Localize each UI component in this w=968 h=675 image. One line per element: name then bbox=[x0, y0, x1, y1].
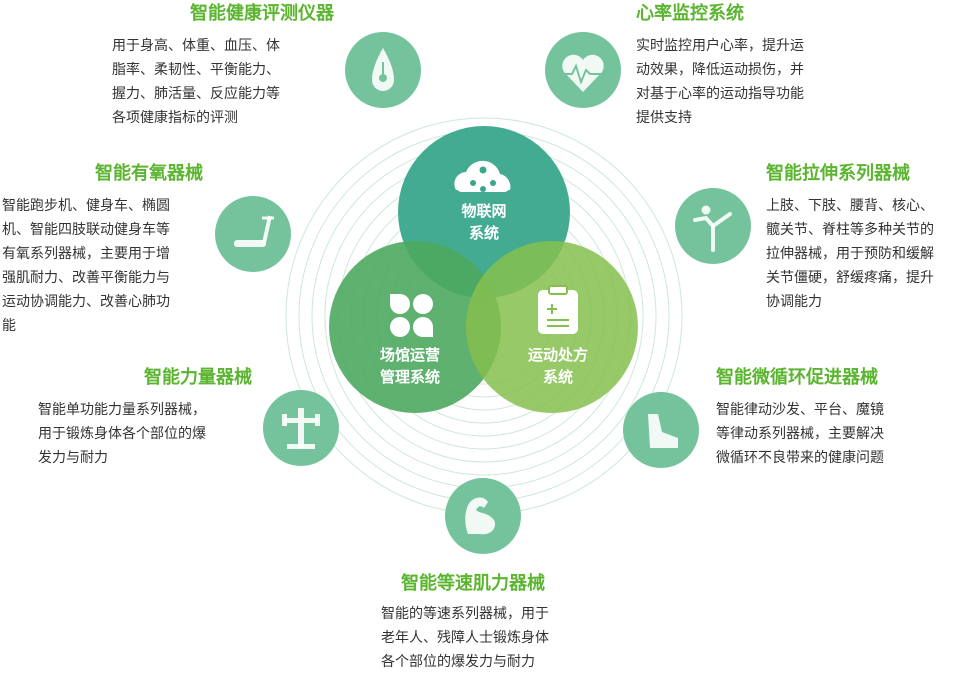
feature-title: 智能力量器械 bbox=[144, 367, 252, 388]
feature-description: 智能律动沙发、平台、魔镜 等律动系列器械，主要解决 微循环不良带来的健康问题 bbox=[716, 398, 946, 470]
feature-line: 提供支持 bbox=[636, 110, 692, 126]
feature-heart-rate: 心率监控系统 实时监控用户心率，提升运 动效果，降低运动损伤，并 对基于心率的运… bbox=[636, 2, 866, 130]
feature-description: 用于身高、体重、血压、体 脂率、柔韧性、平衡能力、 握力、肺活量、反应能力等 各… bbox=[112, 34, 342, 130]
heart-pulse-icon bbox=[545, 32, 621, 108]
feature-line: 上肢、下肢、腰背、核心、 bbox=[766, 198, 934, 214]
feature-line: 拉伸器械，用于预防和缓解 bbox=[766, 246, 934, 262]
stretching-person-icon bbox=[675, 188, 751, 264]
feature-line: 智能跑步机、健身车、椭圆 bbox=[2, 198, 170, 214]
feature-stretch: 智能拉伸系列器械 上肢、下肢、腰背、核心、 髋关节、脊柱等多种关节的 拉伸器械，… bbox=[766, 162, 966, 314]
feature-line: 老年人、残障人士锻炼身体 bbox=[381, 630, 549, 646]
iot-label: 物联网 系统 bbox=[424, 200, 544, 244]
feature-description: 智能跑步机、健身车、椭圆 机、智能四肢联动健身车等 有氧系列器械，主要用于增 强… bbox=[2, 194, 207, 338]
clipboard-icon bbox=[538, 285, 578, 334]
feature-title: 智能等速肌力器械 bbox=[401, 573, 545, 594]
feature-line: 用于锻炼身体各个部位的爆 bbox=[38, 426, 206, 442]
feature-title: 智能健康评测仪器 bbox=[190, 3, 334, 24]
feature-line: 强肌耐力、改善平衡能力与 bbox=[2, 270, 170, 286]
feature-micro: 智能微循环促进器械 智能律动沙发、平台、魔镜 等律动系列器械，主要解决 微循环不… bbox=[716, 366, 946, 470]
feature-line: 脂率、柔韧性、平衡能力、 bbox=[112, 62, 280, 78]
feature-isokinetic: 智能等速肌力器械 智能的等速系列器械，用于 老年人、残障人士锻炼身体 各个部位的… bbox=[381, 572, 611, 674]
feature-line: 实时监控用户心率，提升运 bbox=[636, 38, 804, 54]
prescription-label: 运动处方 系统 bbox=[498, 344, 618, 388]
feature-line: 能 bbox=[2, 318, 16, 334]
flexed-arm-icon bbox=[445, 478, 521, 554]
feature-title: 心率监控系统 bbox=[636, 3, 744, 24]
drop-gauge-icon bbox=[345, 32, 421, 108]
feature-line: 智能的等速系列器械，用于 bbox=[381, 606, 549, 622]
prescription-label-line2: 系统 bbox=[542, 368, 573, 386]
feature-line: 发力与耐力 bbox=[38, 450, 108, 466]
feature-title: 智能有氧器械 bbox=[95, 163, 203, 184]
feature-line: 对基于心率的运动指导功能 bbox=[636, 86, 804, 102]
cloud-network-icon bbox=[454, 160, 511, 192]
strength-machine-icon bbox=[263, 390, 339, 466]
feature-line: 协调能力 bbox=[766, 294, 822, 310]
treadmill-icon bbox=[215, 196, 291, 272]
feature-line: 有氧系列器械，主要用于增 bbox=[2, 246, 170, 262]
feature-description: 智能单功能力量系列器械， 用于锻炼身体各个部位的爆 发力与耐力 bbox=[38, 398, 260, 470]
feature-aerobic: 智能有氧器械 智能跑步机、健身车、椭圆 机、智能四肢联动健身车等 有氧系列器械，… bbox=[2, 162, 207, 338]
feature-title: 智能拉伸系列器械 bbox=[766, 163, 910, 184]
feature-line: 等律动系列器械，主要解决 bbox=[716, 426, 884, 442]
feature-line: 握力、肺活量、反应能力等 bbox=[112, 86, 280, 102]
vibration-platform-icon bbox=[623, 392, 699, 468]
clover-icon bbox=[390, 294, 433, 337]
feature-line: 智能单功能力量系列器械， bbox=[38, 402, 206, 418]
prescription-label-line1: 运动处方 bbox=[527, 346, 588, 364]
feature-title: 智能微循环促进器械 bbox=[716, 367, 878, 388]
feature-line: 机、智能四肢联动健身车等 bbox=[2, 222, 170, 238]
feature-health-test: 智能健康评测仪器 用于身高、体重、血压、体 脂率、柔韧性、平衡能力、 握力、肺活… bbox=[112, 2, 342, 130]
venue-label: 场馆运营 管理系统 bbox=[350, 344, 470, 388]
iot-label-line2: 系统 bbox=[468, 224, 499, 242]
feature-description: 上肢、下肢、腰背、核心、 髋关节、脊柱等多种关节的 拉伸器械，用于预防和缓解 关… bbox=[766, 194, 966, 314]
feature-line: 各项健康指标的评测 bbox=[112, 110, 238, 126]
feature-description: 实时监控用户心率，提升运 动效果，降低运动损伤，并 对基于心率的运动指导功能 提… bbox=[636, 34, 866, 130]
feature-line: 动效果，降低运动损伤，并 bbox=[636, 62, 804, 78]
feature-line: 运动协调能力、改善心肺功 bbox=[2, 294, 170, 310]
feature-line: 髋关节、脊柱等多种关节的 bbox=[766, 222, 934, 238]
iot-label-line1: 物联网 bbox=[461, 202, 507, 220]
feature-line: 关节僵硬，舒缓疼痛，提升 bbox=[766, 270, 934, 286]
venue-label-line1: 场馆运营 bbox=[379, 346, 440, 364]
feature-line: 智能律动沙发、平台、魔镜 bbox=[716, 402, 884, 418]
feature-description: 智能的等速系列器械，用于 老年人、残障人士锻炼身体 各个部位的爆发力与耐力 bbox=[381, 602, 611, 674]
feature-line: 用于身高、体重、血压、体 bbox=[112, 38, 280, 54]
feature-line: 微循环不良带来的健康问题 bbox=[716, 450, 884, 466]
venue-label-line2: 管理系统 bbox=[379, 368, 440, 386]
feature-line: 各个部位的爆发力与耐力 bbox=[381, 654, 535, 670]
feature-strength: 智能力量器械 智能单功能力量系列器械， 用于锻炼身体各个部位的爆 发力与耐力 bbox=[38, 366, 260, 470]
